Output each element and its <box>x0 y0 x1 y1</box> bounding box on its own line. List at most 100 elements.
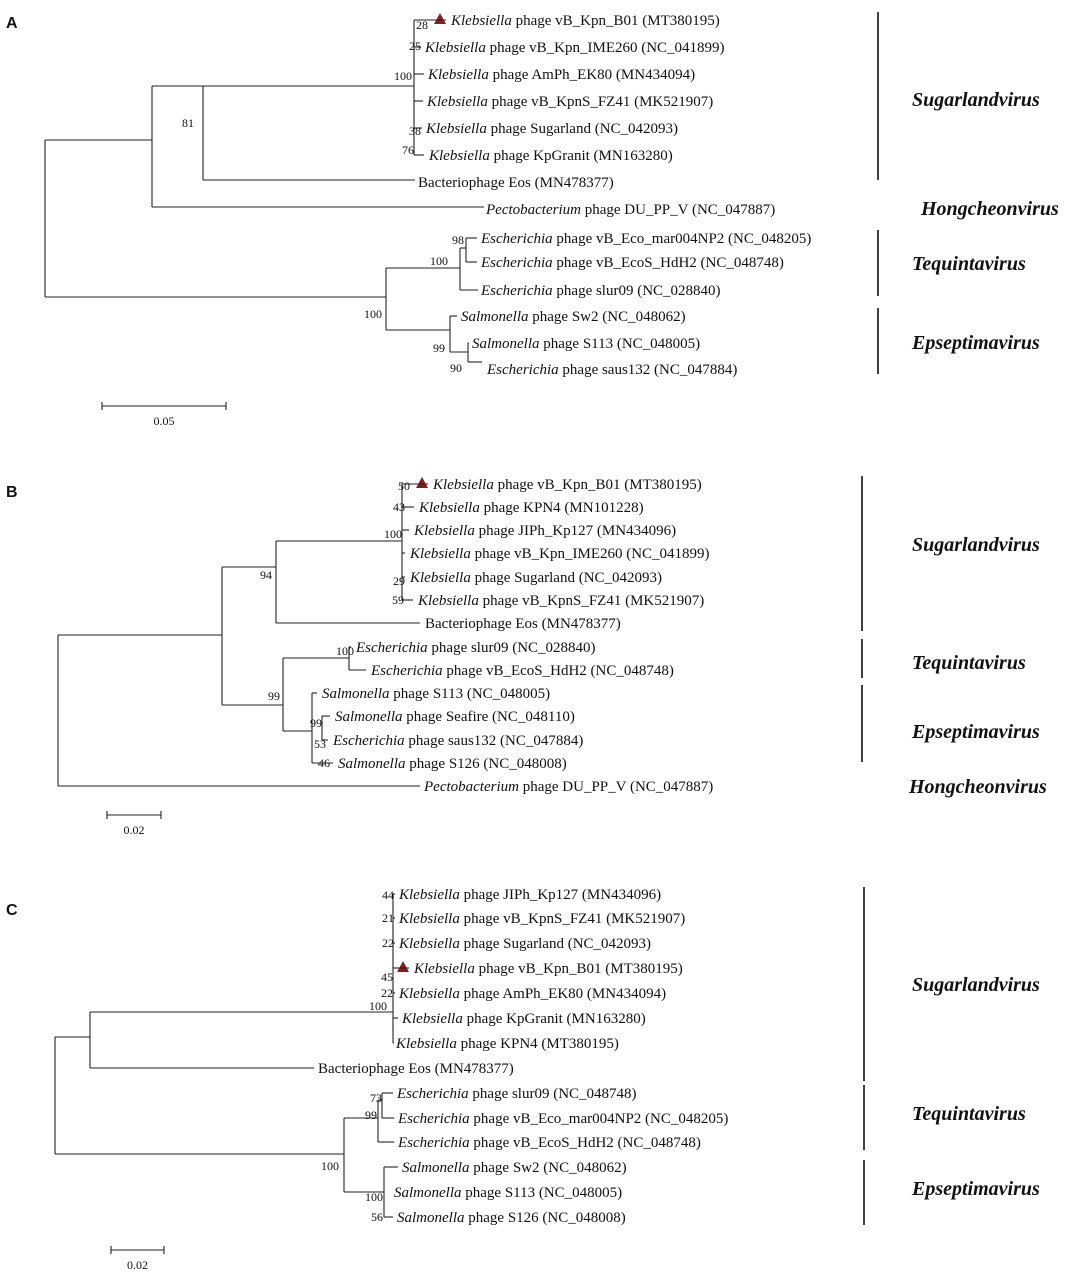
genus-label: Epseptimavirus <box>911 332 1040 354</box>
genus-label: Sugarlandvirus <box>912 534 1040 556</box>
leaf-label: Salmonella phage S126 (NC_048008) <box>338 756 567 772</box>
leaf-genus: Salmonella <box>402 1160 470 1176</box>
leaf-genus: Pectobacterium <box>423 779 519 795</box>
leaf-rest: phage Sw2 (NC_048062) <box>529 309 686 325</box>
leaf-genus: Klebsiella <box>398 936 460 952</box>
leaf-rest: phage vB_EcoS_HdH2 (NC_048748) <box>443 663 674 679</box>
leaf-genus: Klebsiella <box>398 887 460 903</box>
leaf-rest: phage vB_EcoS_HdH2 (NC_048748) <box>553 255 784 271</box>
bootstrap-value: 99 <box>433 341 445 355</box>
bootstrap-value: 25 <box>409 39 421 53</box>
leaf-genus: Escherichia <box>332 733 405 749</box>
leaf-rest: phage vB_KpnS_FZ41 (MK521907) <box>479 593 704 609</box>
leaf-label: Klebsiella phage vB_KpnS_FZ41 (MK521907) <box>426 94 713 110</box>
leaf-label: Bacteriophage Eos (MN478377) <box>425 616 621 632</box>
leaf-label: Pectobacterium phage DU_PP_V (NC_047887) <box>423 779 713 795</box>
leaf-rest: phage Sw2 (NC_048062) <box>470 1160 627 1176</box>
leaf-rest: phage vB_Kpn_IME260 (NC_041899) <box>471 546 710 562</box>
leaf-genus: Klebsiella <box>413 523 475 539</box>
leaf-label: Klebsiella phage KPN4 (MN101228) <box>418 500 644 516</box>
leaf-genus: Salmonella <box>397 1210 465 1226</box>
leaf-rest: phage saus132 (NC_047884) <box>405 733 584 749</box>
leaf-genus: Escherichia <box>397 1111 470 1127</box>
panel-label: B <box>6 484 18 501</box>
leaf-rest: phage Sugarland (NC_042093) <box>471 570 662 586</box>
leaf-rest: phage KpGranit (MN163280) <box>463 1011 646 1027</box>
bootstrap-value: 100 <box>321 1159 339 1173</box>
bootstrap-value: 22 <box>381 986 393 1000</box>
bootstrap-value: 100 <box>365 1190 383 1204</box>
leaf-rest: phage AmPh_EK80 (MN434094) <box>489 67 695 83</box>
leaf-genus: Escherichia <box>355 640 428 656</box>
leaf-rest: phage JIPh_Kp127 (MN434096) <box>460 887 661 903</box>
bootstrap-value: 99 <box>365 1108 377 1122</box>
leaf-rest: phage slur09 (NC_048748) <box>469 1086 637 1102</box>
leaf-genus: Klebsiella <box>428 148 490 164</box>
genus-label: Hongcheonvirus <box>908 776 1047 798</box>
study-phage-marker-icon <box>434 13 446 24</box>
scale-label: 0.02 <box>127 1258 148 1272</box>
leaf-label: Salmonella phage Seafire (NC_048110) <box>335 709 575 725</box>
leaf-rest: phage vB_Kpn_B01 (MT380195) <box>512 13 720 29</box>
leaf-rest: phage vB_KpnS_FZ41 (MK521907) <box>488 94 713 110</box>
leaf-label: Salmonella phage Sw2 (NC_048062) <box>461 309 686 325</box>
leaf-rest: phage DU_PP_V (NC_047887) <box>581 202 775 218</box>
leaf-genus: Klebsiella <box>432 477 494 493</box>
leaf-label: Klebsiella phage JIPh_Kp127 (MN434096) <box>398 887 661 903</box>
leaf-rest: phage vB_EcoS_HdH2 (NC_048748) <box>470 1135 701 1151</box>
leaf-genus: Klebsiella <box>413 961 475 977</box>
leaf-label: Escherichia phage slur09 (NC_028840) <box>355 640 596 656</box>
bootstrap-value: 99 <box>268 689 280 703</box>
leaf-rest: phage saus132 (NC_047884) <box>559 362 738 378</box>
bootstrap-value: 100 <box>369 999 387 1013</box>
leaf-rest: phage slur09 (NC_028840) <box>553 283 721 299</box>
bootstrap-value: 21 <box>382 911 394 925</box>
bootstrap-value: 59 <box>392 593 404 607</box>
leaf-genus: Escherichia <box>396 1086 469 1102</box>
leaf-genus: Salmonella <box>322 686 390 702</box>
leaf-genus: Klebsiella <box>450 13 512 29</box>
leaf-label: Klebsiella phage vB_Kpn_IME260 (NC_04189… <box>424 40 725 56</box>
leaf-genus: Klebsiella <box>426 94 488 110</box>
genus-label: Epseptimavirus <box>911 721 1040 743</box>
bootstrap-value: 100 <box>384 527 402 541</box>
leaf-label: Escherichia phage slur09 (NC_028840) <box>480 283 721 299</box>
leaf-rest: phage KPN4 (MN101228) <box>480 500 644 516</box>
bootstrap-value: 94 <box>260 568 272 582</box>
leaf-genus: Klebsiella <box>427 67 489 83</box>
study-phage-marker-icon <box>416 477 428 488</box>
leaf-label: Salmonella phage S113 (NC_048005) <box>322 686 550 702</box>
leaf-genus: Escherichia <box>397 1135 470 1151</box>
leaf-label: Klebsiella phage KPN4 (MT380195) <box>395 1036 619 1052</box>
bootstrap-value: 100 <box>336 644 354 658</box>
bootstrap-value: 81 <box>182 116 194 130</box>
leaf-rest: phage S126 (NC_048008) <box>406 756 567 772</box>
leaf-genus: Klebsiella <box>398 911 460 927</box>
leaf-label: Escherichia phage vB_Eco_mar004NP2 (NC_0… <box>397 1111 728 1127</box>
genus-label: Sugarlandvirus <box>912 974 1040 996</box>
bootstrap-value: 56 <box>371 1210 383 1224</box>
leaf-rest: phage Seafire (NC_048110) <box>403 709 575 725</box>
leaf-genus: Pectobacterium <box>485 202 581 218</box>
leaf-label: Escherichia phage slur09 (NC_048748) <box>396 1086 637 1102</box>
leaf-rest: phage vB_KpnS_FZ41 (MK521907) <box>460 911 685 927</box>
leaf-label: Pectobacterium phage DU_PP_V (NC_047887) <box>485 202 775 218</box>
bootstrap-value: 73 <box>370 1091 382 1105</box>
genus-label: Tequintavirus <box>912 253 1026 275</box>
leaf-label: Klebsiella phage vB_KpnS_FZ41 (MK521907) <box>417 593 704 609</box>
leaf-rest: phage S113 (NC_048005) <box>462 1185 623 1201</box>
leaf-label: Klebsiella phage vB_Kpn_B01 (MT380195) <box>450 13 720 29</box>
leaf-rest: phage DU_PP_V (NC_047887) <box>519 779 713 795</box>
bootstrap-value: 90 <box>450 361 462 375</box>
leaf-rest: phage S113 (NC_048005) <box>540 336 701 352</box>
leaf-genus: Klebsiella <box>409 570 471 586</box>
leaf-genus: Salmonella <box>335 709 403 725</box>
bootstrap-value: 22 <box>382 936 394 950</box>
leaf-rest: phage vB_Eco_mar004NP2 (NC_048205) <box>470 1111 729 1127</box>
bootstrap-value: 98 <box>452 233 464 247</box>
bootstrap-value: 45 <box>381 970 393 984</box>
bootstrap-value: 38 <box>409 124 421 138</box>
